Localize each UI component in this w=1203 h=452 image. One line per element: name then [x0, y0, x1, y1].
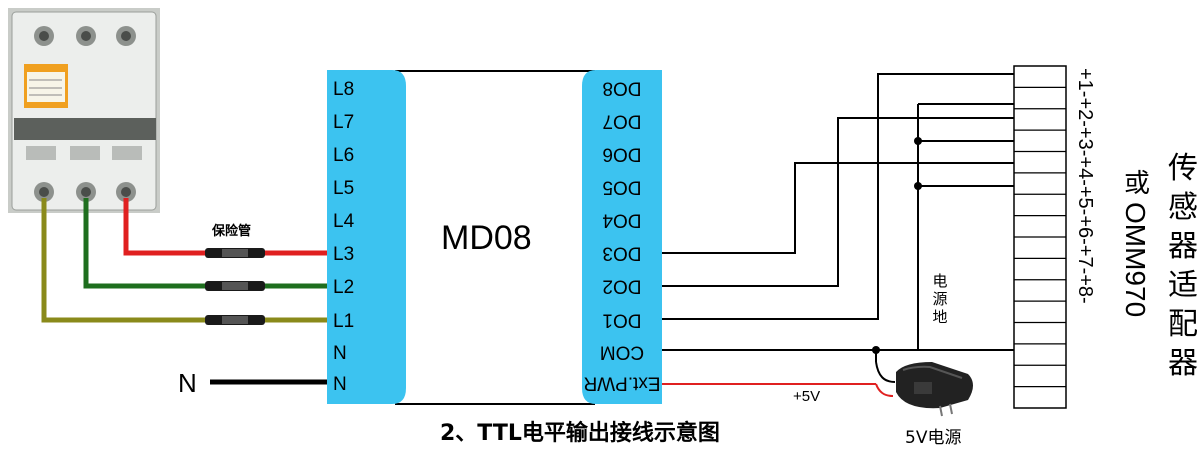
- or-char: 或: [1124, 169, 1150, 199]
- output-terminal-do7: DO7: [602, 111, 641, 132]
- output-terminal-do2: DO2: [602, 276, 641, 297]
- output-terminal-do3: DO3: [602, 243, 641, 264]
- power-ground-label-char: 电: [932, 272, 947, 290]
- output-terminal-com: COM: [600, 342, 644, 363]
- sensor-adapter-label-char: 适: [1168, 268, 1198, 303]
- output-terminal-do1: DO1: [602, 310, 641, 331]
- wire-do1: [662, 73, 1014, 320]
- input-terminal-l2-6: L2: [333, 277, 354, 298]
- neutral-label: N: [178, 368, 197, 398]
- wire-do3: [662, 162, 1014, 254]
- terminal-block: [1013, 65, 1067, 409]
- input-terminal-l1-7: L1: [333, 311, 354, 332]
- power-adapter-icon: [896, 362, 973, 417]
- input-terminal-l5-3: L5: [333, 178, 354, 199]
- sensor-adapter-label-char: 器: [1168, 229, 1198, 264]
- input-terminal-n-8: N: [333, 343, 347, 364]
- fuse-l2: [205, 281, 265, 291]
- sensor-adapter-label-char: 器: [1168, 346, 1198, 381]
- breaker-bottom-terminals: [34, 182, 136, 202]
- input-terminal-l8-0: L8: [333, 79, 354, 100]
- diagram-caption: 2、TTL电平输出接线示意图: [440, 420, 720, 446]
- input-terminal-n-9: N: [333, 374, 347, 395]
- output-terminal-do4: DO4: [602, 210, 642, 231]
- output-terminal-do8: DO8: [602, 78, 641, 99]
- plus5v-label: +5V: [793, 388, 820, 405]
- circuit-breaker: [8, 8, 160, 213]
- wire-do2: [662, 117, 1014, 287]
- sensor-adapter-label-char: 传: [1168, 151, 1198, 186]
- output-terminal-extpwr: Ext.PWR: [583, 373, 660, 394]
- fuse-l3: [205, 248, 265, 258]
- breaker-top-terminals: [34, 26, 136, 46]
- input-terminal-l6-2: L6: [333, 145, 354, 166]
- sensor-adapter-label-char: 配: [1168, 307, 1198, 342]
- input-bar: [327, 70, 406, 404]
- power-ground-label-char: 源: [932, 290, 947, 308]
- power-ground-text: 电源地: [932, 272, 947, 326]
- fuses: [205, 248, 265, 325]
- output-wires: [662, 73, 1014, 383]
- input-terminal-l3-5: L3: [333, 244, 354, 265]
- md08-module: MD08: [327, 70, 662, 405]
- input-terminal-l4-4: L4: [333, 211, 355, 232]
- sensor-adapter-label-char: 感: [1168, 190, 1198, 225]
- module-name: MD08: [441, 219, 532, 257]
- output-bar: [582, 70, 662, 404]
- fuse-label: 保险管: [211, 223, 251, 239]
- fuse-l1: [205, 315, 265, 325]
- junction-dots: [872, 137, 922, 354]
- adapter-label: 5V电源: [905, 428, 961, 448]
- input-terminal-l7-1: L7: [333, 112, 354, 133]
- breaker-handle-bar: [14, 118, 156, 140]
- omm970-text: OMM970: [1120, 202, 1151, 317]
- output-terminal-do6: DO6: [602, 144, 641, 165]
- input-wires: [41, 198, 327, 385]
- output-terminal-do5: DO5: [602, 177, 641, 198]
- power-ground-label-char: 地: [932, 308, 947, 326]
- terminal-label: +1-+2-+3-+4-+5-+6-+7-+8-: [1074, 68, 1096, 304]
